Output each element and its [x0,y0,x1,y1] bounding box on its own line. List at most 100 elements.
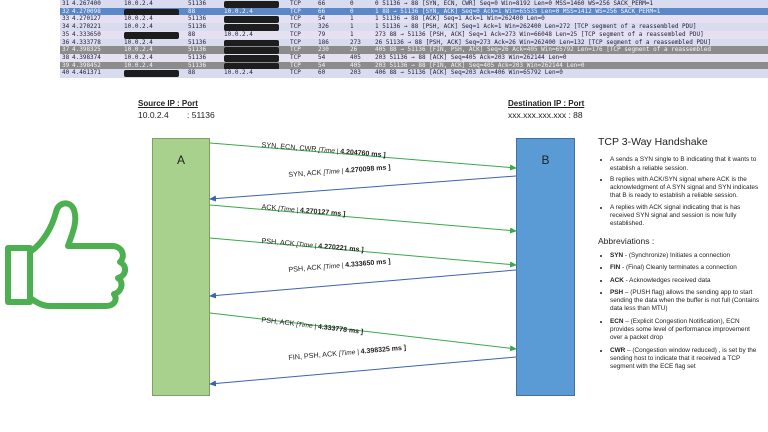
capture-cell-sport: 51136 [188,61,207,69]
handshake-step: B replies with ACK/SYN signal where ACK … [610,176,764,201]
message-time-label: [Time | [323,167,346,176]
abbreviation-key: FIN [610,264,621,272]
abbreviation-text: – (PUSH flag) allows the sending app to … [610,288,760,313]
redacted-address [224,1,279,8]
capture-cell-time: 4.270098 [72,7,101,15]
abbreviation-text: - (Final) Cleanly terminates a connectio… [620,264,737,272]
capture-cell-info: 0 51136 → 88 [SYN, ECN, CWR] Seq=0 Win=8… [375,0,654,7]
message-arrow [209,269,517,299]
abbreviation-key: CWR [610,346,626,354]
capture-cell-proto: TCP [290,69,301,77]
abbreviation-key: SYN [610,251,624,259]
capture-cell-no: 32 [62,7,70,15]
capture-cell-ack: 1 [350,23,354,31]
host-b-label: B [541,153,550,167]
capture-cell-proto: TCP [290,46,301,54]
capture-cell-time: 4.398374 [72,53,101,61]
host-a-label: A [176,153,185,167]
redacted-address [224,54,279,62]
host-a-box: A [152,138,210,396]
abbreviation-item: ECN – (Explicit Congestion Notification)… [610,318,764,343]
capture-cell-ack: 1 [350,30,354,38]
abbreviations-list: SYN - (Synchronize) Initiates a connecti… [598,252,764,372]
capture-cell-info: 273 88 → 51136 [PSH, ACK] Seq=1 Ack=273 … [375,30,704,38]
redacted-address [224,16,279,24]
capture-cell-info: 203 51136 → 88 [FIN, ACK] Seq=405 Ack=20… [375,61,585,69]
capture-cell-proto: TCP [290,23,301,31]
capture-cell-src: 10.0.2.4 [124,15,153,23]
capture-cell-sport: 88 [188,69,196,77]
abbreviation-item: PSH – (PUSH flag) allows the sending app… [610,289,764,314]
capture-cell-time: 4.398325 [72,46,101,54]
capture-cell-sport: 51136 [188,23,207,31]
abbreviation-item: CWR – (Congestion window reduced) , is s… [610,347,764,372]
capture-cell-ack: 203 [350,69,361,77]
capture-cell-len: 186 [318,38,329,46]
capture-cell-ack: 0 [350,0,354,7]
capture-cell-src: 10.0.2.4 [124,38,153,46]
capture-cell-sport: 88 [188,7,196,15]
handshake-step: A sends a SYN single to B indicating tha… [610,156,764,173]
message-arrow [209,312,517,352]
capture-cell-proto: TCP [290,15,301,23]
message-arrow [209,142,517,171]
capture-cell-src: 10.0.2.4 [124,0,153,7]
abbreviation-key: ACK [610,276,624,284]
capture-cell-len: 79 [318,30,326,38]
capture-cell-info: 1 51136 → 88 [PSH, ACK] Seq=1 Ack=1 Win=… [375,23,697,31]
capture-cell-info: 406 88 → 51136 [ACK] Seq=203 Ack=406 Win… [375,69,563,77]
redacted-address [224,39,279,47]
abbreviation-text: - (Synchronize) Initiates a connection [623,251,731,259]
capture-cell-proto: TCP [290,30,301,38]
capture-cell-len: 54 [318,15,326,23]
capture-cell-len: 54 [318,53,326,61]
capture-cell-time: 4.461371 [72,69,101,77]
legend-title: TCP 3-Way Handshake [598,136,708,148]
capture-cell-proto: TCP [290,0,301,7]
redacted-address [124,8,179,16]
capture-cell-ack: 0 [350,7,354,15]
message-arrow [209,356,517,387]
abbreviations-title: Abbreviations : [598,235,655,246]
capture-cell-len: 66 [318,7,326,15]
capture-cell-len: 54 [318,61,326,69]
capture-cell-ack: 405 [350,61,361,69]
redacted-address [224,62,279,70]
capture-cell-info: 26 51136 → 88 [PSH, ACK] Seq=273 Ack=26 … [375,38,711,46]
capture-cell-ack: 405 [350,53,361,61]
capture-cell-len: 326 [318,23,329,31]
abbreviation-text: – (Explicit Congestion Notification), EC… [610,317,750,342]
source-ip: 10.0.2.4 [138,110,169,120]
abbreviation-key: ECN [610,317,624,325]
capture-cell-sport: 51136 [188,46,207,54]
destination-address: xxx.xxx.xxx.xxx : 88 [508,110,583,120]
capture-cell-no: 37 [62,46,70,54]
message-flags: SYN, ACK [288,166,324,179]
capture-cell-time: 4.270221 [72,23,101,31]
capture-cell-len: 60 [318,69,326,77]
redacted-address [124,70,179,78]
redacted-address [224,47,279,55]
capture-cell-proto: TCP [290,53,301,61]
message-flags: ACK [261,202,279,213]
message-time-label: [Time | [338,348,362,358]
capture-cell-no: 40 [62,69,70,77]
capture-cell-dst: 10.0.2.4 [224,69,253,77]
capture-cell-src: 10.0.2.4 [124,46,153,54]
abbreviation-text: - Acknowledges received data [623,276,711,284]
thumbs-up-icon [5,200,128,309]
capture-cell-ack: 273 [350,38,361,46]
capture-cell-info: 405 88 → 51136 [FIN, PSH, ACK] Seq=26 Ac… [375,46,711,54]
